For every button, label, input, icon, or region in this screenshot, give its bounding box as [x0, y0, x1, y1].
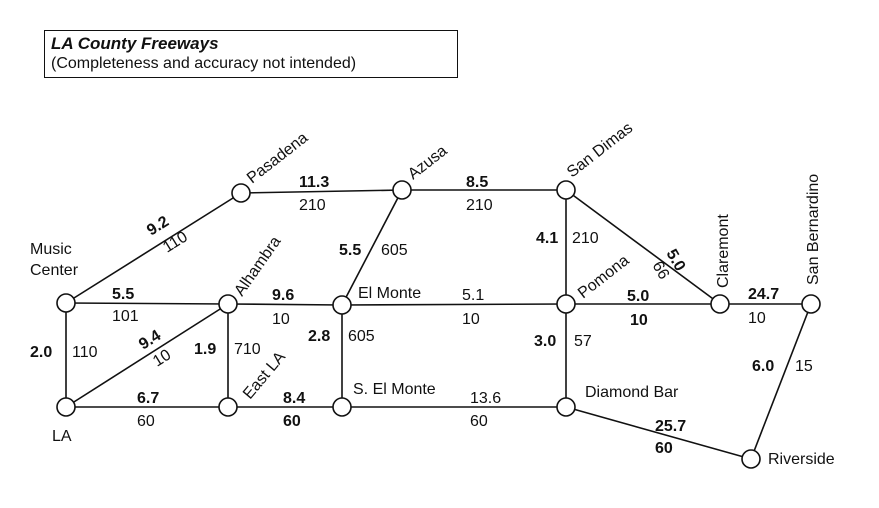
label-diamond-bar: Diamond Bar [585, 384, 679, 401]
dist-alhambra-elmonte: 9.6 [272, 287, 294, 304]
dist-pomona-claremont: 5.0 [627, 288, 649, 305]
route-mc-la: 110 [72, 344, 98, 361]
route-elmonte-selmonte: 605 [348, 328, 375, 345]
dist-diamondbar-riverside: 25.7 [655, 418, 686, 435]
dist-pasadena-azusa: 11.3 [299, 174, 329, 191]
edge-sandimas-claremont [565, 189, 721, 305]
node-east-la [218, 397, 238, 417]
node-s-el-monte [332, 397, 352, 417]
label-la: LA [52, 428, 72, 445]
route-azusa-sandimas: 210 [466, 197, 493, 214]
node-san-bernardino [801, 294, 821, 314]
node-diamond-bar [556, 397, 576, 417]
route-azusa-elmonte: 605 [381, 242, 408, 259]
node-music-center [56, 293, 76, 313]
edge-mc-alhambra [65, 302, 229, 305]
dist-claremont-sanbern: 24.7 [748, 286, 779, 303]
label-s-el-monte: S. El Monte [353, 381, 436, 398]
title-line-1: LA County Freeways [51, 34, 219, 53]
dist-elmonte-pomona: 5.1 [462, 287, 484, 304]
label-claremont: Claremont [715, 214, 732, 288]
node-riverside [741, 449, 761, 469]
label-san-bernardino: San Bernardino [805, 174, 822, 285]
dist-mc-la: 2.0 [30, 344, 52, 361]
node-azusa [392, 180, 412, 200]
dist-azusa-elmonte: 5.5 [339, 242, 361, 259]
edge-azusa-elmonte [341, 189, 403, 306]
route-mc-pasadena: 110 [160, 228, 191, 256]
node-san-dimas [556, 180, 576, 200]
dist-pomona-diamondbar: 3.0 [534, 333, 556, 350]
edge-diamondbar-riverside [565, 406, 752, 460]
node-claremont [710, 294, 730, 314]
city-nodes [56, 180, 821, 469]
title-line-2: (Completeness and accuracy not intended) [51, 55, 357, 72]
edge-sanbern-riverside [750, 303, 812, 460]
label-san-dimas: San Dimas [564, 120, 636, 182]
node-alhambra [218, 294, 238, 314]
route-pomona-claremont: 10 [630, 312, 648, 329]
dist-mc-alhambra: 5.5 [112, 286, 134, 303]
dist-azusa-sandimas: 8.5 [466, 174, 488, 191]
dist-elmonte-selmonte: 2.8 [308, 328, 330, 345]
title-box: LA County Freeways (Completeness and acc… [44, 30, 458, 78]
node-pomona [556, 294, 576, 314]
freeway-edges [65, 189, 812, 460]
label-pomona: Pomona [575, 252, 633, 302]
label-riverside: Riverside [768, 451, 835, 468]
route-la-alhambra: 10 [150, 346, 174, 370]
edge-la-alhambra [65, 303, 229, 408]
node-pasadena [231, 183, 251, 203]
route-elmonte-pomona: 10 [462, 311, 480, 328]
label-el-monte: El Monte [358, 285, 421, 302]
route-sanbern-riverside: 15 [795, 358, 813, 375]
label-azusa: Azusa [405, 142, 451, 183]
edge-alhambra-elmonte [227, 303, 343, 306]
dist-mc-pasadena: 9.2 [144, 213, 172, 239]
route-sandimas-claremont: 66 [649, 259, 673, 283]
edge-pasadena-azusa [240, 189, 403, 194]
label-music-center-1: Music [30, 241, 72, 258]
route-selmonte-diamondbar: 60 [470, 413, 488, 430]
route-eastla-selmonte: 60 [283, 413, 301, 430]
route-claremont-sanbern: 10 [748, 310, 766, 327]
route-sandimas-pomona: 210 [572, 230, 599, 247]
edge-mc-pasadena [65, 192, 242, 304]
dist-sanbern-riverside: 6.0 [752, 358, 774, 375]
route-diamondbar-riverside: 60 [655, 440, 673, 457]
route-pasadena-azusa: 210 [299, 197, 326, 214]
route-mc-alhambra: 101 [112, 308, 139, 325]
route-pomona-diamondbar: 57 [574, 333, 592, 350]
route-alhambra-eastla: 710 [234, 341, 261, 358]
dist-selmonte-diamondbar: 13.6 [470, 390, 501, 407]
dist-sandimas-pomona: 4.1 [536, 230, 558, 247]
node-la [56, 397, 76, 417]
dist-la-eastla: 6.7 [137, 390, 159, 407]
dist-eastla-selmonte: 8.4 [283, 390, 305, 407]
route-la-eastla: 60 [137, 413, 155, 430]
route-alhambra-elmonte: 10 [272, 311, 290, 328]
node-el-monte [332, 295, 352, 315]
edge-elmonte-pomona [341, 303, 567, 306]
label-music-center-2: Center [30, 262, 79, 279]
dist-alhambra-eastla: 1.9 [194, 341, 216, 358]
